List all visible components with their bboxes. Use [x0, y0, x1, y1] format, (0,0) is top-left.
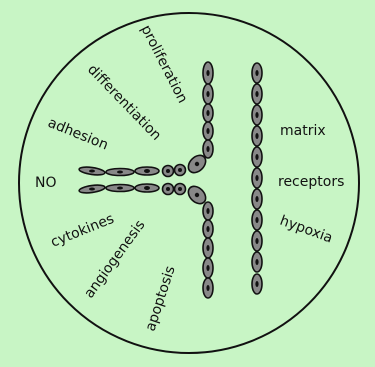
label-cytokines: cytokines	[49, 211, 117, 251]
label-proliferation: proliferation	[137, 23, 190, 106]
upper-horizontal-cell-chain	[79, 152, 209, 177]
label-apoptosis: apoptosis	[143, 264, 179, 333]
middle-vertical-cell-chain-upper	[203, 62, 213, 158]
label-no: NO	[35, 175, 57, 191]
label-adhesion: adhesion	[46, 115, 111, 154]
lower-horizontal-cell-chain	[79, 183, 209, 207]
right-vertical-cell-chain	[252, 63, 262, 294]
label-matrix: matrix	[280, 123, 326, 139]
label-receptors: receptors	[278, 174, 344, 190]
label-hypoxia: hypoxia	[278, 213, 335, 247]
middle-vertical-cell-chain-lower	[203, 202, 213, 298]
label-differentiation: differentiation	[84, 62, 164, 144]
